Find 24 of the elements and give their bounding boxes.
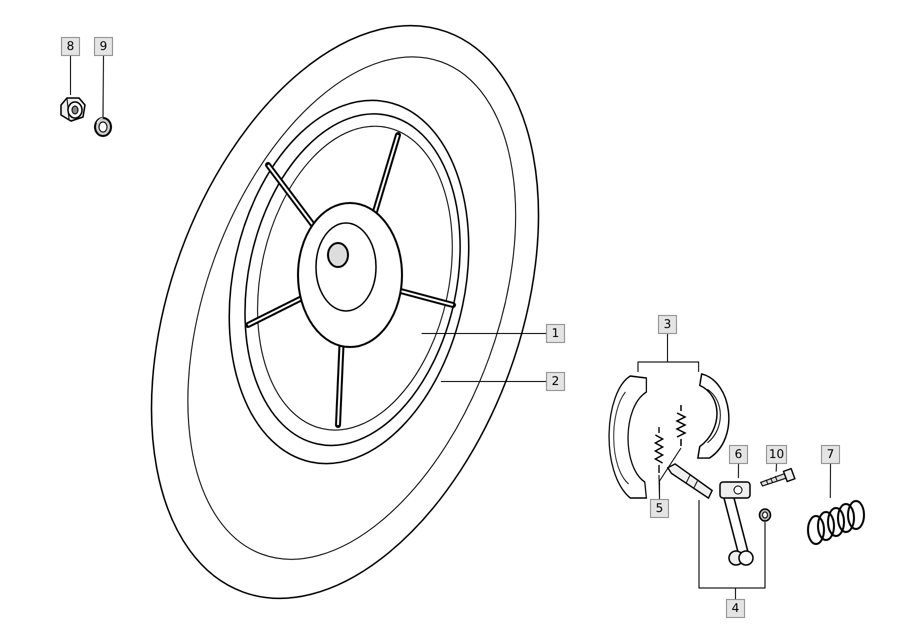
callout-number: 1 bbox=[546, 324, 565, 343]
callout-number: 2 bbox=[546, 372, 565, 391]
leader-line bbox=[738, 464, 739, 478]
leader-line bbox=[421, 333, 546, 334]
callout-number: 10 bbox=[766, 445, 787, 464]
callout-number: 4 bbox=[726, 599, 745, 618]
cam-shaft-drawing bbox=[664, 462, 714, 500]
leader-line bbox=[735, 522, 766, 600]
leader-line bbox=[830, 464, 831, 498]
callout-number: 5 bbox=[650, 499, 669, 518]
callout-number: 8 bbox=[61, 37, 80, 56]
leader-line bbox=[659, 448, 682, 500]
bolt-drawing bbox=[758, 468, 796, 486]
leader-line bbox=[776, 464, 777, 472]
leader-line bbox=[70, 56, 71, 96]
washer-drawing bbox=[758, 508, 772, 522]
callout-number: 9 bbox=[94, 37, 113, 56]
leader-line bbox=[440, 381, 546, 382]
leader-line bbox=[667, 334, 700, 372]
callout-number: 3 bbox=[658, 315, 677, 334]
callout-number: 6 bbox=[729, 445, 748, 464]
washer-drawing bbox=[93, 117, 113, 137]
leader-line bbox=[102, 56, 104, 118]
callout-number: 7 bbox=[821, 445, 840, 464]
